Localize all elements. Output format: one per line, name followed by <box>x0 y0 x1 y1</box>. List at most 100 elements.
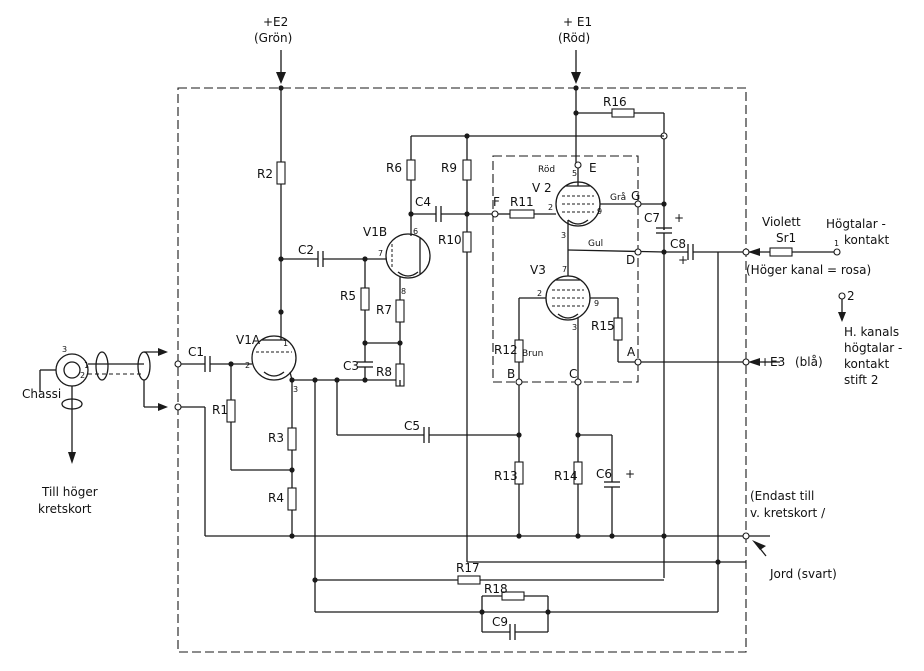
r15-resistor <box>613 317 623 341</box>
v1b-pin-8: 8 <box>401 287 406 296</box>
r6-resistor <box>406 159 416 181</box>
r3-resistor <box>287 427 297 451</box>
jack-pin-3: 3 <box>62 345 67 354</box>
hoger-kanal-label: (Höger kanal = rosa) <box>746 263 871 277</box>
jack-pin-2: 2 <box>80 371 85 380</box>
e1-color-label: (Röd) <box>558 31 590 45</box>
c4-label: C4 <box>415 195 431 209</box>
v2-pin-9: 9 <box>597 207 602 216</box>
e3-label: +E3 <box>760 355 785 369</box>
r4-resistor <box>287 487 297 511</box>
v3-label: V3 <box>530 263 546 277</box>
module-border <box>177 87 747 653</box>
e2-arrow-head <box>276 72 286 84</box>
r8-label: R8 <box>376 365 392 379</box>
v2-pin-3: 3 <box>561 231 566 240</box>
r10-label: R10 <box>438 233 462 247</box>
r10-resistor <box>462 231 472 253</box>
r11-resistor <box>509 209 535 219</box>
r7-label: R7 <box>376 303 392 317</box>
r1-resistor <box>226 399 236 423</box>
v1a-pin-3: 3 <box>293 385 298 394</box>
r18-label: R18 <box>484 582 508 596</box>
e3-color-label: (blå) <box>795 355 823 369</box>
node-f: F <box>493 195 500 209</box>
v3-pin-9: 9 <box>594 299 599 308</box>
r17-resistor <box>457 575 481 585</box>
node-a: A <box>627 345 636 359</box>
v3-pin-7: 7 <box>562 265 567 274</box>
endast-line-2: v. kretskort / <box>750 506 826 520</box>
r14-label: R14 <box>554 469 578 483</box>
r17-label: R17 <box>456 561 480 575</box>
e2-label: +E2 <box>263 15 288 29</box>
hogtalar-line-2: kontakt <box>844 233 889 247</box>
v1b-label: V1B <box>363 225 387 239</box>
r12-label: R12 <box>494 343 518 357</box>
r9-resistor <box>462 159 472 181</box>
wire-rod: Röd <box>538 165 555 175</box>
e1-arrow-head <box>571 72 581 84</box>
c6-plus: + <box>625 467 635 481</box>
c8-plus: + <box>678 253 688 267</box>
r11-label: R11 <box>510 195 534 209</box>
r6-label: R6 <box>386 161 402 175</box>
violett-label: Violett <box>762 215 801 229</box>
v1a-pin-2: 2 <box>245 361 250 370</box>
r3-label: R3 <box>268 431 284 445</box>
h-kanals-line-4: stift 2 <box>844 373 878 387</box>
r5-resistor <box>360 287 370 311</box>
chassi-label: Chassi <box>22 387 61 401</box>
e2-color-label: (Grön) <box>254 31 292 45</box>
jord-label: Jord (svart) <box>769 567 837 581</box>
v1b-pin-6: 6 <box>413 227 418 236</box>
v2-pin-5: 5 <box>572 169 577 178</box>
r7-resistor <box>395 299 405 323</box>
till-hoger-line-2: kretskort <box>38 502 92 516</box>
r9-label: R9 <box>441 161 457 175</box>
c1-label: C1 <box>188 345 204 359</box>
h-kanals-line-3: kontakt <box>844 357 889 371</box>
c3-label: C3 <box>343 359 359 373</box>
h-kanals-line-2: högtalar - <box>844 341 902 355</box>
v1b-pin-7: 7 <box>378 249 383 258</box>
r4-label: R4 <box>268 491 284 505</box>
node-c: C <box>569 367 577 381</box>
wire-gul: Gul <box>588 239 603 249</box>
sub-board-border <box>492 155 639 383</box>
r13-label: R13 <box>494 469 518 483</box>
c7-plus: + <box>674 211 684 225</box>
till-hoger-line-1: Till höger <box>41 485 98 499</box>
node-g: G <box>631 189 640 203</box>
c7-label: C7 <box>644 211 660 225</box>
c5-label: C5 <box>404 419 420 433</box>
v1a-label: V1A <box>236 333 261 347</box>
wire-gron: Grå <box>610 192 626 203</box>
v3-pin-2: 2 <box>537 289 542 298</box>
endast-line-1: (Endast till <box>750 489 814 503</box>
v1b-tube <box>385 233 431 279</box>
wire-brun: Brun <box>522 349 543 359</box>
r2-label: R2 <box>257 167 273 181</box>
sr1-fuse <box>769 247 793 257</box>
v1a-pin-1: 1 <box>283 339 288 348</box>
c9-label: C9 <box>492 615 508 629</box>
v2-pin-2: 2 <box>548 203 553 212</box>
node-d: D <box>626 253 635 267</box>
h-kanals-line-1: H. kanals <box>844 325 899 339</box>
v3-pin-3: 3 <box>572 323 577 332</box>
r2-resistor <box>276 161 286 185</box>
e1-label: + E1 <box>563 15 592 29</box>
c2-label: C2 <box>298 243 314 257</box>
c6-label: C6 <box>596 467 612 481</box>
out-pin-2: 2 <box>847 289 855 303</box>
c8-label: C8 <box>670 237 686 251</box>
jack-pin-1: 1 <box>84 361 89 370</box>
sr1-label: Sr1 <box>776 231 796 245</box>
r5-label: R5 <box>340 289 356 303</box>
r16-label: R16 <box>603 95 627 109</box>
v1a-tube <box>251 335 297 381</box>
hogtalar-line-1: Högtalar - <box>826 217 886 231</box>
